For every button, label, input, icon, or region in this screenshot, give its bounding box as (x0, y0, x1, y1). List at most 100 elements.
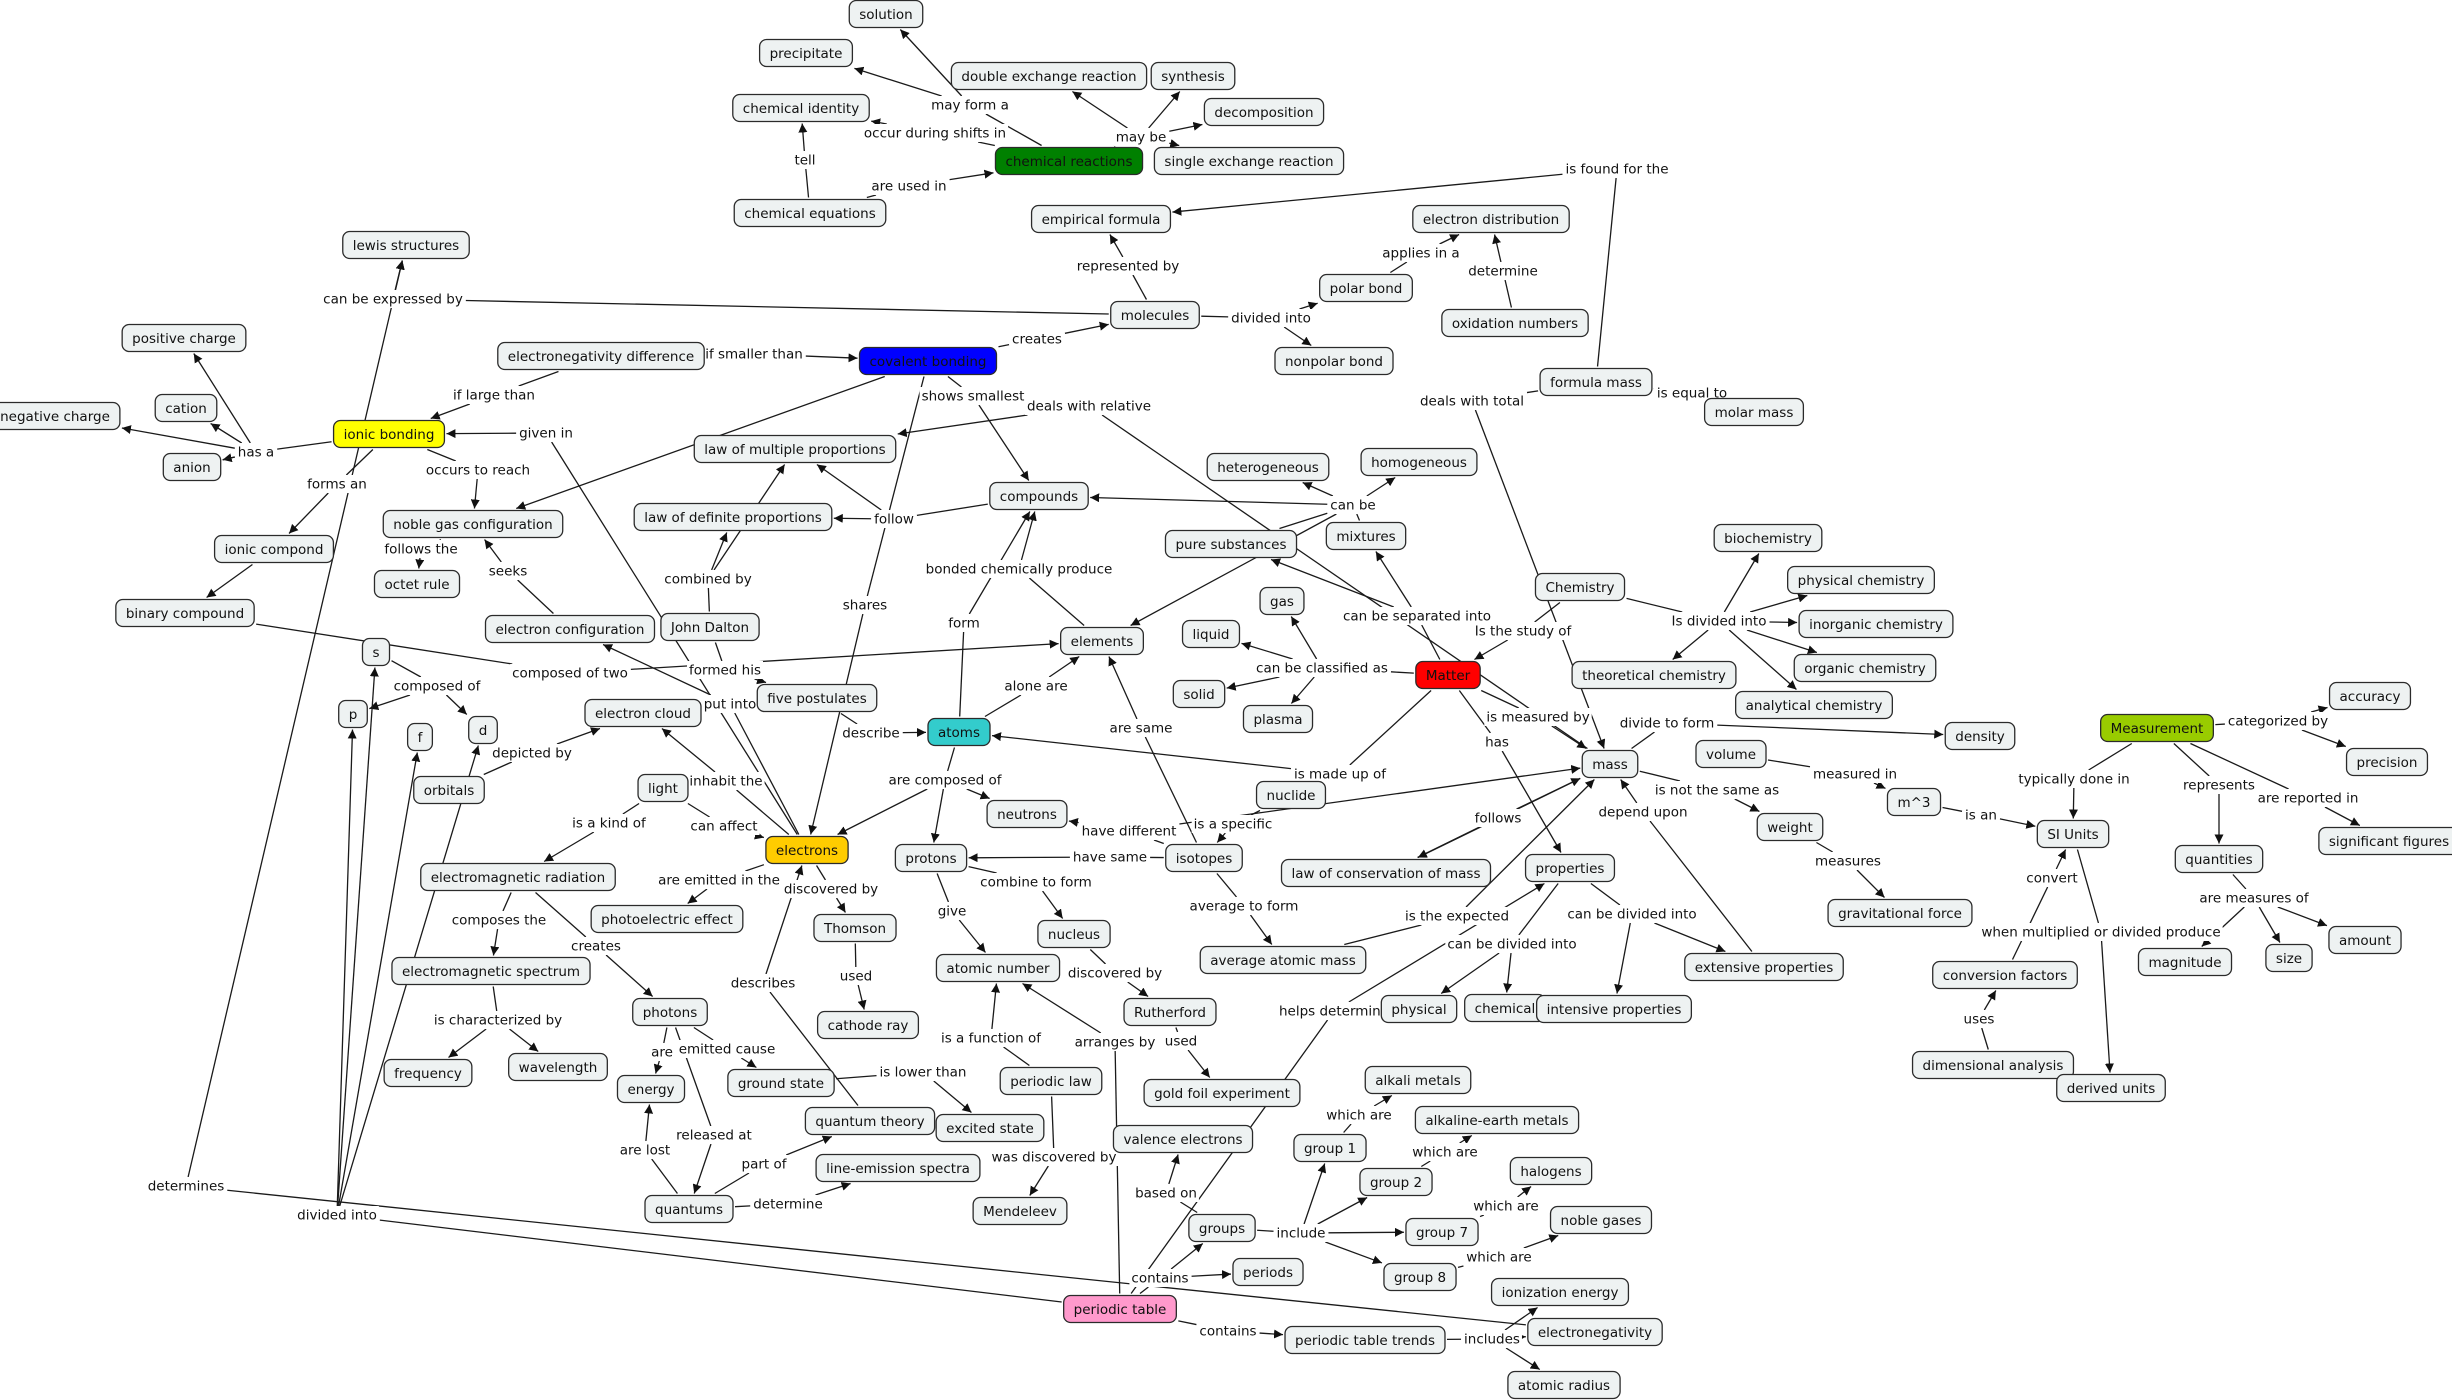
concept-electromagnetic-radiation[interactable]: electromagnetic radiation (420, 862, 616, 892)
concept-oxidation-numbers[interactable]: oxidation numbers (1441, 308, 1589, 338)
concept-light[interactable]: light (637, 773, 689, 803)
concept-quantums[interactable]: quantums (644, 1194, 734, 1224)
concept-atomic-number[interactable]: atomic number (935, 953, 1061, 983)
concept-synthesis[interactable]: synthesis (1150, 61, 1236, 91)
concept-matter[interactable]: Matter (1415, 660, 1481, 690)
concept-si-units[interactable]: SI Units (2036, 819, 2110, 849)
concept-electron-cloud[interactable]: electron cloud (584, 698, 702, 728)
concept-positive-charge[interactable]: positive charge (121, 323, 247, 353)
concept-molar-mass[interactable]: molar mass (1703, 397, 1805, 427)
concept-excited-state[interactable]: excited state (935, 1113, 1045, 1143)
concept-organic-chemistry[interactable]: organic chemistry (1793, 653, 1937, 683)
concept-d[interactable]: d (468, 715, 498, 745)
concept-line-emission-spectra[interactable]: line-emission spectra (815, 1153, 981, 1183)
concept-protons[interactable]: protons (894, 843, 968, 873)
concept-neutrons[interactable]: neutrons (986, 799, 1068, 829)
concept-physical[interactable]: physical (1380, 994, 1458, 1024)
concept-extensive-properties[interactable]: extensive properties (1684, 952, 1844, 982)
concept-gravitational-force[interactable]: gravitational force (1827, 898, 1973, 928)
concept-dimensional-analysis[interactable]: dimensional analysis (1911, 1050, 2075, 1080)
concept-single-exchange[interactable]: single exchange reaction (1153, 146, 1345, 176)
concept-periodic-table-trends[interactable]: periodic table trends (1284, 1325, 1446, 1355)
concept-liquid[interactable]: liquid (1181, 619, 1241, 649)
concept-size[interactable]: size (2265, 943, 2313, 973)
concept-law-definite-proportions[interactable]: law of definite proportions (633, 502, 833, 532)
concept-quantities[interactable]: quantities (2174, 844, 2264, 874)
concept-ionic-bonding[interactable]: ionic bonding (332, 419, 446, 449)
concept-thomson[interactable]: Thomson (813, 913, 897, 943)
concept-weight[interactable]: weight (1756, 812, 1824, 842)
concept-solution[interactable]: solution (848, 0, 924, 29)
concept-group1[interactable]: group 1 (1293, 1133, 1367, 1163)
concept-photoelectric-effect[interactable]: photoelectric effect (590, 904, 744, 934)
concept-homogeneous[interactable]: homogeneous (1360, 447, 1478, 477)
concept-john-dalton[interactable]: John Dalton (660, 612, 760, 642)
concept-electron-distribution[interactable]: electron distribution (1412, 204, 1570, 234)
concept-lewis-structures[interactable]: lewis structures (342, 230, 470, 260)
concept-cathode-ray[interactable]: cathode ray (816, 1010, 920, 1040)
concept-m3[interactable]: m^3 (1886, 787, 1942, 817)
concept-chemical-identity[interactable]: chemical identity (732, 93, 870, 123)
concept-average-atomic-mass[interactable]: average atomic mass (1199, 945, 1367, 975)
concept-solid[interactable]: solid (1172, 679, 1226, 709)
concept-accuracy[interactable]: accuracy (2328, 681, 2412, 711)
concept-compounds[interactable]: compounds (989, 481, 1089, 511)
concept-chemistry[interactable]: Chemistry (1534, 572, 1626, 602)
concept-electronegativity[interactable]: electronegativity (1527, 1317, 1663, 1347)
concept-chemical-equations[interactable]: chemical equations (733, 198, 887, 228)
concept-electromagnetic-spectrum[interactable]: electromagnetic spectrum (391, 956, 591, 986)
concept-octet-rule[interactable]: octet rule (373, 569, 461, 599)
concept-s[interactable]: s (361, 637, 391, 667)
concept-conversion-factors[interactable]: conversion factors (1932, 960, 2078, 990)
concept-plasma[interactable]: plasma (1242, 704, 1314, 734)
concept-photons[interactable]: photons (632, 997, 708, 1027)
concept-halogens[interactable]: halogens (1509, 1156, 1593, 1186)
concept-ionic-compound[interactable]: ionic compond (213, 534, 335, 564)
concept-group2[interactable]: group 2 (1359, 1167, 1433, 1197)
concept-ground-state[interactable]: ground state (727, 1068, 835, 1098)
concept-isotopes[interactable]: isotopes (1165, 843, 1243, 873)
concept-density[interactable]: density (1944, 721, 2016, 751)
concept-atomic-radius[interactable]: atomic radius (1507, 1370, 1621, 1400)
concept-magnitude[interactable]: magnitude (2137, 947, 2233, 977)
concept-double-exchange[interactable]: double exchange reaction (950, 61, 1148, 91)
concept-periodic-table[interactable]: periodic table (1063, 1294, 1177, 1324)
concept-elements[interactable]: elements (1059, 626, 1145, 656)
concept-measurement[interactable]: Measurement (2100, 713, 2214, 743)
concept-analytical-chemistry[interactable]: analytical chemistry (1735, 690, 1893, 720)
concept-law-conservation-mass[interactable]: law of conservation of mass (1280, 858, 1492, 888)
concept-decomposition[interactable]: decomposition (1203, 97, 1325, 127)
concept-nonpolar-bond[interactable]: nonpolar bond (1274, 346, 1394, 376)
concept-electronegativity-difference[interactable]: electronegativity difference (497, 341, 705, 371)
concept-precision[interactable]: precision (2345, 747, 2429, 777)
concept-ionization-energy[interactable]: ionization energy (1490, 1277, 1630, 1307)
concept-gold-foil-experiment[interactable]: gold foil experiment (1143, 1078, 1301, 1108)
concept-periodic-law[interactable]: periodic law (999, 1066, 1103, 1096)
concept-properties[interactable]: properties (1524, 853, 1616, 883)
concept-volume[interactable]: volume (1695, 739, 1767, 769)
concept-pure-substances[interactable]: pure substances (1164, 529, 1298, 559)
concept-amount[interactable]: amount (2328, 925, 2402, 955)
concept-empirical-formula[interactable]: empirical formula (1030, 204, 1172, 234)
concept-electrons[interactable]: electrons (765, 835, 849, 865)
concept-chemical[interactable]: chemical (1464, 993, 1546, 1023)
concept-intensive-properties[interactable]: intensive properties (1535, 994, 1693, 1024)
concept-chemical-reactions[interactable]: chemical reactions (994, 146, 1144, 176)
concept-mixtures[interactable]: mixtures (1325, 521, 1407, 551)
concept-derived-units[interactable]: derived units (2056, 1073, 2166, 1103)
concept-group8[interactable]: group 8 (1383, 1262, 1457, 1292)
concept-rutherford[interactable]: Rutherford (1123, 997, 1217, 1027)
concept-energy[interactable]: energy (616, 1074, 686, 1104)
concept-valence-electrons[interactable]: valence electrons (1112, 1124, 1254, 1154)
concept-biochemistry[interactable]: biochemistry (1713, 523, 1823, 553)
concept-covalent-bonding[interactable]: covalent bonding (858, 346, 998, 376)
concept-significant-figures[interactable]: significant figures (2318, 826, 2452, 856)
concept-mass[interactable]: mass (1581, 749, 1639, 779)
concept-p[interactable]: p (338, 699, 368, 729)
concept-law-multiple-proportions[interactable]: law of multiple proportions (693, 434, 897, 464)
concept-heterogeneous[interactable]: heterogeneous (1206, 452, 1330, 482)
concept-binary-compound[interactable]: binary compound (115, 598, 255, 628)
concept-quantum-theory[interactable]: quantum theory (804, 1106, 936, 1136)
concept-f[interactable]: f (406, 722, 434, 752)
concept-cation[interactable]: cation (154, 393, 218, 423)
